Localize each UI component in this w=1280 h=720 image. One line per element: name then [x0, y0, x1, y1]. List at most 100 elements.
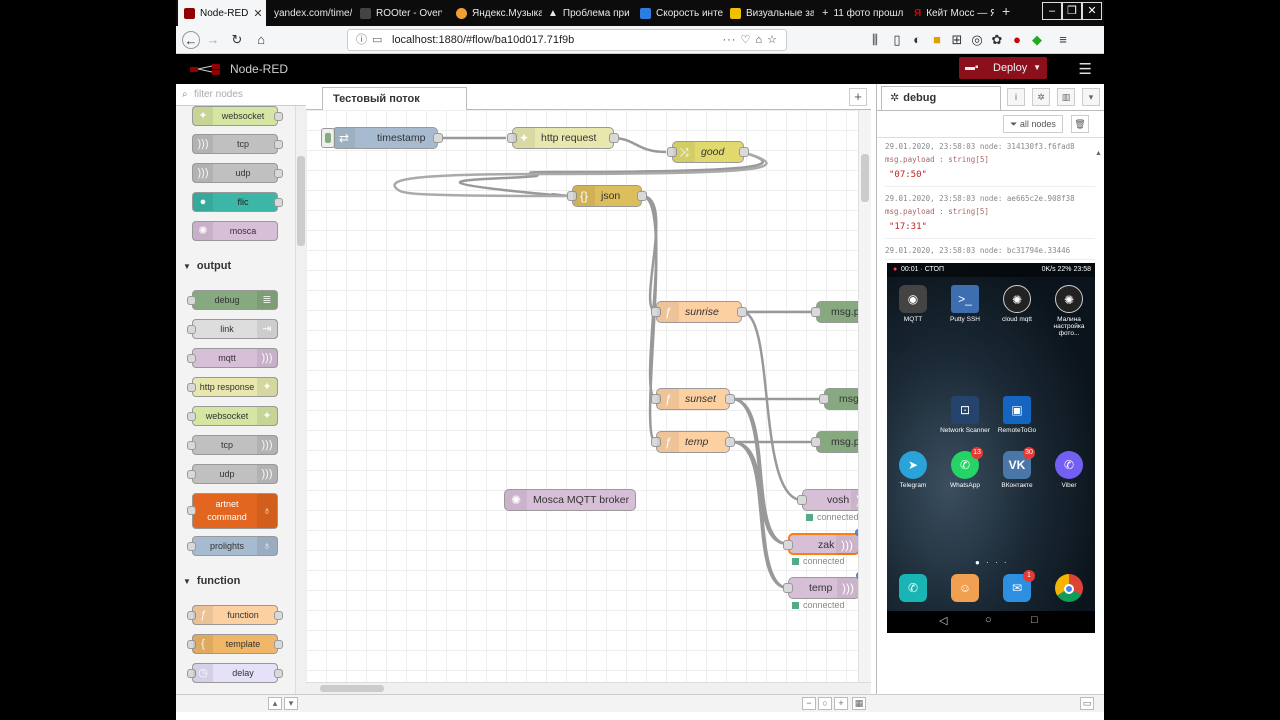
- input-port[interactable]: [667, 147, 677, 157]
- workspace-horizontal-scrollbar[interactable]: [306, 682, 871, 694]
- close-tab-icon[interactable]: ✕: [253, 7, 263, 20]
- flow-canvas[interactable]: ⇄ timestamp ✦ http request ⤨ good {} jso…: [306, 110, 871, 694]
- app-putty[interactable]: >_ Putty SSH: [939, 285, 991, 323]
- extension-icon[interactable]: ✿: [991, 32, 1003, 47]
- app-whatsapp[interactable]: ✆ 13 WhatsApp: [939, 447, 991, 489]
- sidebar-toggle-icon[interactable]: ▭: [1080, 697, 1094, 710]
- input-port[interactable]: [819, 394, 829, 404]
- input-port[interactable]: [651, 394, 661, 404]
- back-triangle-icon[interactable]: ◁: [939, 615, 948, 627]
- cart-icon[interactable]: ⊞: [951, 32, 963, 47]
- forward-icon[interactable]: →: [206, 32, 220, 47]
- palette-node-udp-in[interactable]: )))udp: [192, 163, 283, 183]
- input-port[interactable]: [811, 307, 821, 317]
- node-timestamp[interactable]: ⇄ timestamp: [321, 127, 443, 149]
- palette-node-mosca[interactable]: ✺mosca: [192, 221, 278, 241]
- workspace-vertical-scrollbar[interactable]: [858, 110, 871, 682]
- deploy-dropdown-icon[interactable]: ▼: [1033, 63, 1041, 72]
- node-json[interactable]: {} json: [567, 185, 647, 207]
- palette-node-template[interactable]: {template: [187, 634, 283, 654]
- app-vk[interactable]: VK 30 ВКонтакте: [991, 447, 1043, 489]
- output-port[interactable]: [725, 394, 735, 404]
- zoom-out-icon[interactable]: −: [802, 697, 816, 710]
- input-port[interactable]: [783, 540, 793, 550]
- input-port[interactable]: [797, 495, 807, 505]
- app-telegram[interactable]: ➤ Telegram: [887, 451, 939, 489]
- clear-debug-icon[interactable]: 🗑: [1071, 115, 1089, 133]
- palette-expand-icon[interactable]: ▾: [284, 697, 298, 710]
- palette-node-udp-out[interactable]: udp))): [187, 464, 278, 484]
- url-bar[interactable]: ⓘ ▭ localhost:1880/#flow/ba10d017.71f9b …: [347, 29, 787, 51]
- chart-icon[interactable]: ▥: [1057, 88, 1075, 106]
- palette-node-flic[interactable]: ●flic: [192, 192, 283, 212]
- output-port[interactable]: [609, 133, 619, 143]
- output-port[interactable]: [637, 191, 647, 201]
- tab-debug[interactable]: ✲debug: [881, 86, 1001, 110]
- dock-chrome[interactable]: [1043, 574, 1095, 605]
- maximize-icon[interactable]: ❐: [1062, 2, 1082, 20]
- node-good[interactable]: ⤨ good: [667, 141, 749, 163]
- browser-tab[interactable]: Визуальные за: [724, 0, 814, 26]
- input-port[interactable]: [567, 191, 577, 201]
- palette-node-websocket-in[interactable]: ✦websocket: [192, 106, 283, 126]
- input-port[interactable]: [811, 437, 821, 447]
- palette-collapse-icon[interactable]: ▴: [268, 697, 282, 710]
- browser-tab[interactable]: Скорость инте: [634, 0, 724, 26]
- output-port[interactable]: [739, 147, 749, 157]
- input-port[interactable]: [507, 133, 517, 143]
- input-port[interactable]: [783, 583, 793, 593]
- node-temp-function[interactable]: ƒ temp: [651, 431, 735, 453]
- dock-contacts[interactable]: ☺: [939, 574, 991, 605]
- bug-icon[interactable]: ✲: [1032, 88, 1050, 106]
- shield-icon[interactable]: ◆: [1032, 32, 1042, 47]
- palette-node-tcp-in[interactable]: )))tcp: [192, 134, 283, 154]
- output-port[interactable]: [725, 437, 735, 447]
- palette-category-output[interactable]: ▼output: [183, 260, 232, 272]
- zoom-reset-icon[interactable]: ○: [818, 697, 832, 710]
- browser-tab[interactable]: +11 фото прошл: [822, 7, 904, 19]
- reload-icon[interactable]: ↻: [231, 32, 243, 47]
- palette-node-link-out[interactable]: link⇥: [187, 319, 278, 339]
- node-http-request[interactable]: ✦ http request: [507, 127, 619, 149]
- app-cloud-mqtt[interactable]: ✺ cloud mqtt: [991, 285, 1043, 323]
- browser-tab[interactable]: ROOter - Overview: [354, 0, 442, 26]
- bookmark-icon[interactable]: ■: [933, 32, 941, 47]
- palette-node-artnet-command[interactable]: artnet command♁: [187, 493, 278, 529]
- info-icon[interactable]: i: [1007, 88, 1025, 106]
- back-icon[interactable]: ←: [182, 31, 200, 49]
- info-icon[interactable]: ⓘ: [356, 34, 367, 46]
- hamburger-menu-icon[interactable]: ≡: [1059, 32, 1067, 47]
- close-window-icon[interactable]: ✕: [1082, 2, 1102, 20]
- palette-node-mqtt-out[interactable]: mqtt))): [187, 348, 278, 368]
- app-malina[interactable]: ✺ Малина настройка фото...: [1043, 285, 1095, 337]
- browser-tab[interactable]: Яндекс.Музыка: [450, 0, 542, 26]
- palette-node-http-response[interactable]: http response✦: [187, 377, 278, 397]
- home-icon[interactable]: ⌂: [257, 32, 265, 47]
- node-mosca-broker[interactable]: ✺ Mosca MQTT broker: [504, 489, 636, 511]
- palette-node-delay[interactable]: ◷delay: [187, 663, 283, 683]
- node-mqtt-temp[interactable]: temp ))): [783, 572, 863, 599]
- palette-node-websocket-out[interactable]: websocket✦: [187, 406, 278, 426]
- adblock-icon[interactable]: ●: [1013, 32, 1021, 47]
- dock-phone[interactable]: ✆: [887, 574, 939, 605]
- sync-icon[interactable]: ◐: [913, 32, 921, 47]
- scroll-thumb[interactable]: [297, 156, 305, 246]
- navigator-icon[interactable]: ▦: [852, 697, 866, 710]
- app-viber[interactable]: ✆ Viber: [1043, 451, 1095, 489]
- scroll-thumb[interactable]: [320, 685, 384, 692]
- browser-tab[interactable]: ▲Проблема при: [548, 7, 630, 19]
- library-icon[interactable]: ⫼: [872, 32, 878, 47]
- chevron-down-icon[interactable]: ▾: [1082, 88, 1100, 106]
- input-port[interactable]: [651, 307, 661, 317]
- output-port[interactable]: [433, 133, 443, 143]
- screenshot-icon[interactable]: ◎: [971, 32, 983, 47]
- minimize-icon[interactable]: –: [1042, 2, 1062, 20]
- zoom-in-icon[interactable]: +: [834, 697, 848, 710]
- node-sunset[interactable]: ƒ sunset: [651, 388, 735, 410]
- output-port[interactable]: [737, 307, 747, 317]
- app-network-scanner[interactable]: ⊡ Network Scanner: [939, 396, 991, 434]
- app-mqtt[interactable]: ◉ MQTT: [887, 285, 939, 323]
- browser-tab-node-red[interactable]: Node-RED ✕: [178, 0, 266, 26]
